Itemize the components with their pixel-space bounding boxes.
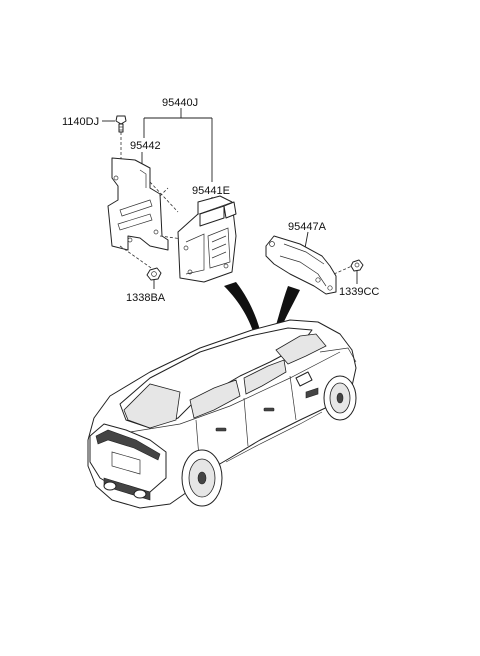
nut-1338ba	[146, 267, 162, 281]
label-95440j: 95440J	[162, 97, 198, 109]
bolt-1140dj	[115, 115, 127, 160]
label-1140dj: 1140DJ	[62, 116, 99, 128]
label-95447a: 95447A	[288, 221, 327, 233]
label-1338ba: 1338BA	[126, 292, 166, 304]
label-95442: 95442	[130, 140, 161, 152]
label-1339cc: 1339CC	[339, 286, 379, 298]
bracket-95447a	[265, 235, 353, 295]
leader-lines	[102, 108, 358, 289]
label-95441e: 95441E	[192, 185, 230, 197]
bracket-95442	[107, 157, 191, 271]
module-95441e	[177, 195, 237, 283]
vehicle-illustration	[87, 319, 357, 509]
nut-1339cc	[350, 259, 364, 272]
